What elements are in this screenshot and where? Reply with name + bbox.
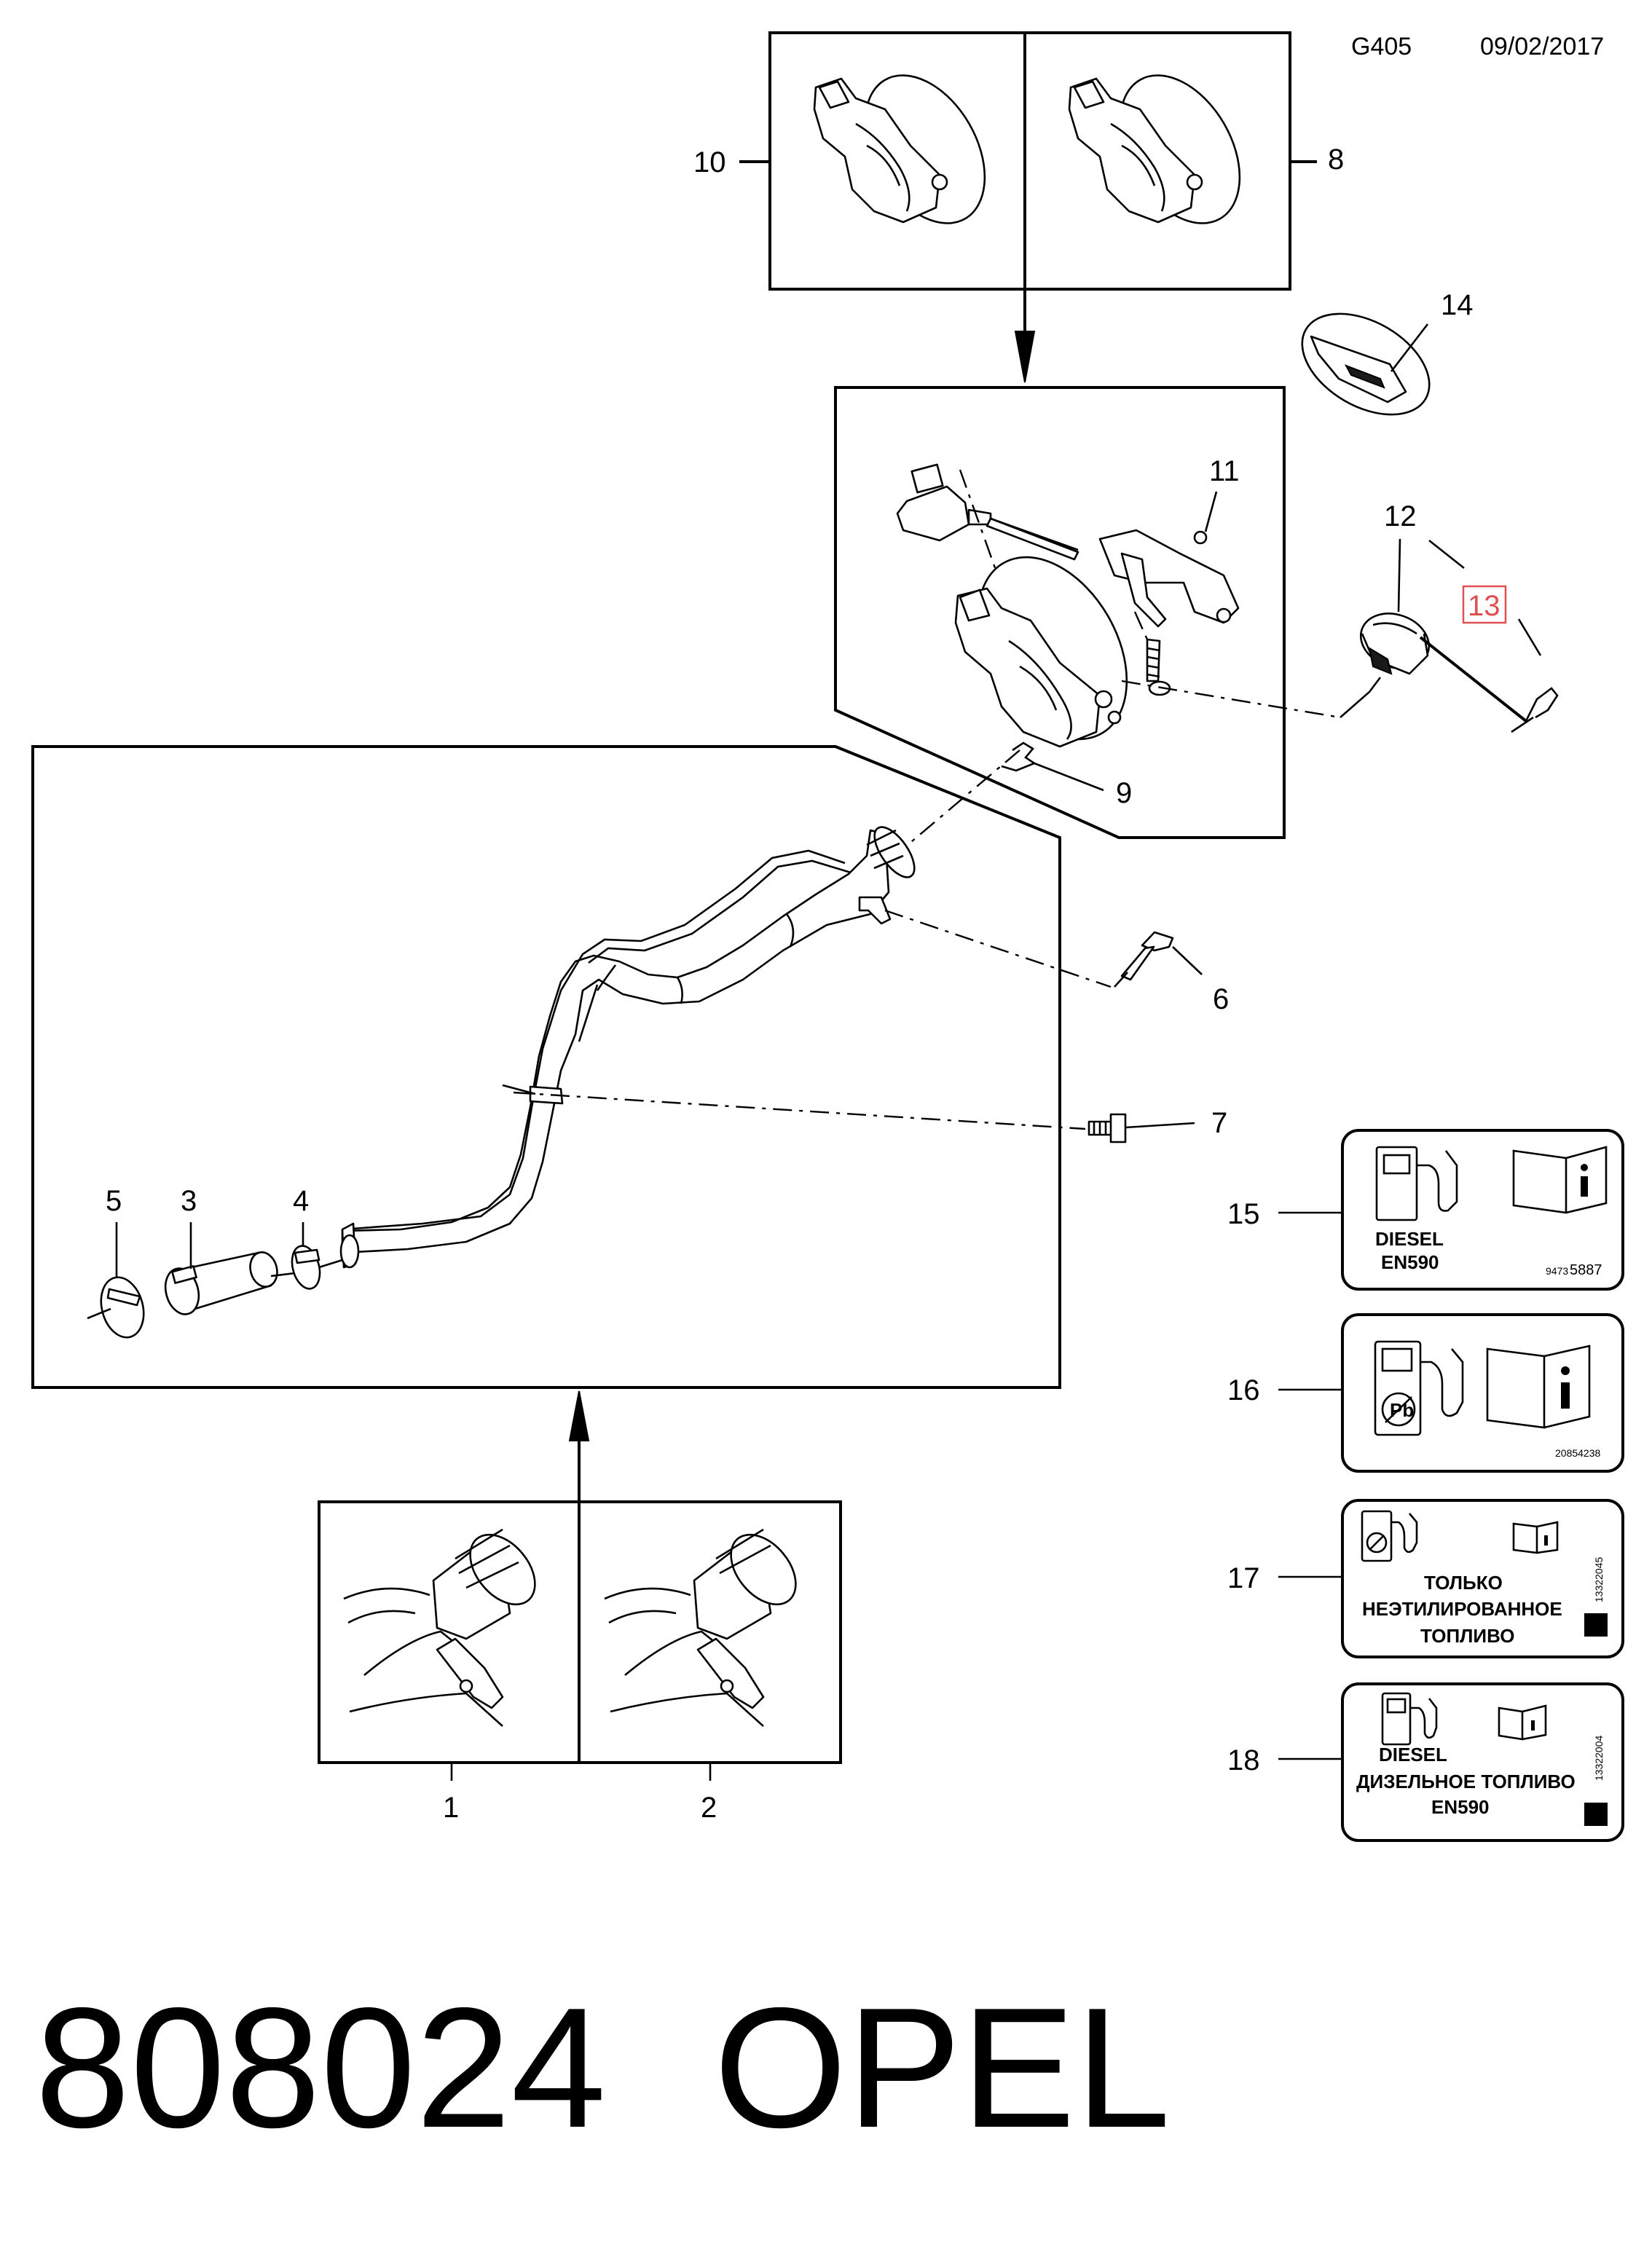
footer-brand: OPEL (714, 1972, 1171, 2163)
unleaded-fuel-icon: Pb (1374, 1340, 1464, 1436)
callout-18: 18 (1227, 1744, 1260, 1776)
callout-3: 3 (181, 1185, 197, 1217)
gm-logo-icon (1584, 1803, 1608, 1826)
callout-10: 10 (693, 146, 726, 178)
callout-13: 13 (1468, 590, 1500, 622)
hose-3[interactable] (160, 1249, 280, 1318)
manual-info-icon (1512, 1146, 1608, 1214)
callout-6: 6 (1213, 983, 1229, 1015)
label-18-code: 13322004 (1593, 1735, 1605, 1781)
fuel-pump-icon (1375, 1146, 1458, 1221)
fuel-cap-12[interactable] (1353, 605, 1437, 677)
callout-7: 7 (1211, 1107, 1227, 1139)
callout-4: 4 (293, 1185, 309, 1217)
bolt-6[interactable] (1114, 931, 1174, 988)
diagram-date: 09/02/2017 (1480, 33, 1604, 60)
screw-7[interactable] (1087, 1113, 1127, 1143)
fuel-door-housing-8[interactable] (1068, 55, 1264, 245)
callout-8: 8 (1328, 143, 1344, 176)
fuel-door-housing-10[interactable] (813, 55, 1010, 245)
label-17-code: 13322045 (1593, 1556, 1605, 1602)
callout-13-highlight (1462, 585, 1507, 624)
label-18-line2: ДИЗЕЛЬНОЕ ТОПЛИВО (1356, 1771, 1576, 1792)
callout-2: 2 (701, 1792, 717, 1824)
label-18[interactable]: DIESEL ДИЗЕЛЬНОЕ ТОПЛИВО EN590 13322004 (1341, 1682, 1624, 1842)
label-18-line1: DIESEL (1379, 1744, 1447, 1765)
label-17-line1: ТОЛЬКО (1424, 1572, 1503, 1594)
callout-14: 14 (1441, 289, 1474, 321)
callout-9: 9 (1116, 777, 1132, 809)
fuel-pump-icon (1381, 1692, 1438, 1746)
gm-logo-icon (1584, 1613, 1608, 1637)
label-15-line2: EN590 (1381, 1251, 1439, 1273)
filler-pipe[interactable] (339, 821, 922, 1269)
label-17-line2: НЕЭТИЛИРОВАННОЕ (1362, 1598, 1562, 1620)
label-15-code-prefix: 9473 (1546, 1265, 1568, 1277)
door-bracket[interactable] (1098, 529, 1240, 628)
label-15[interactable]: DIESEL EN590 9473 5887 (1341, 1129, 1624, 1291)
manual-info-icon (1512, 1521, 1559, 1554)
svg-text:Pb: Pb (1390, 1399, 1414, 1421)
callout-11: 11 (1209, 455, 1240, 487)
label-17-line3: ТОПЛИВО (1420, 1625, 1514, 1647)
label-15-code: 5887 (1570, 1262, 1602, 1278)
filler-pipe-box: 5 3 4 (31, 745, 1061, 1502)
manual-info-icon (1498, 1704, 1547, 1741)
hose-clamp-5[interactable] (87, 1272, 150, 1342)
door-actuator[interactable] (896, 463, 1079, 561)
callout-16: 16 (1227, 1374, 1260, 1406)
fuel-door-housing[interactable] (948, 531, 1157, 765)
fuel-door-gasket-14[interactable] (1285, 293, 1447, 435)
fuel-door-variants-box: 10 8 (693, 31, 1344, 383)
callout-15: 15 (1227, 1198, 1260, 1230)
filler-neck-2[interactable] (604, 1522, 809, 1727)
diagram-code: G405 (1351, 33, 1412, 60)
footer-part-number: 808024 (35, 1972, 606, 2163)
cap-tether-13[interactable] (1419, 636, 1559, 733)
callout-12: 12 (1384, 500, 1417, 532)
label-17[interactable]: ТОЛЬКО НЕЭТИЛИРОВАННОЕ ТОПЛИВО 13322045 (1341, 1499, 1624, 1658)
unleaded-fuel-icon (1361, 1510, 1418, 1562)
callout-17: 17 (1227, 1562, 1260, 1594)
label-16-code: 20854238 (1555, 1447, 1601, 1459)
label-15-line1: DIESEL (1375, 1228, 1444, 1250)
filler-neck-1[interactable] (343, 1522, 548, 1727)
hose-clamp-4[interactable] (288, 1243, 324, 1291)
callout-1: 1 (443, 1792, 459, 1824)
label-16[interactable]: Pb 20854238 (1341, 1313, 1624, 1473)
manual-info-icon (1486, 1345, 1591, 1429)
filler-neck-variants-box: 1 2 (318, 1500, 842, 1824)
callout-5: 5 (106, 1185, 122, 1217)
label-18-line3: EN590 (1431, 1796, 1490, 1818)
fuel-door-assembly-box: 11 9 (834, 386, 1286, 839)
